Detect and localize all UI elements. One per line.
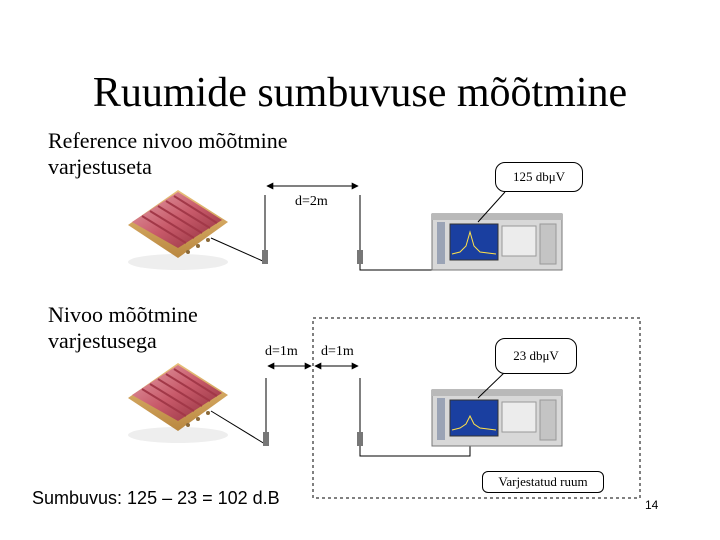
distance-label-2m: d=2m xyxy=(295,194,328,209)
shielded-room-boundary xyxy=(312,317,641,499)
callout-pointer-reference xyxy=(477,191,506,223)
distance-label-right: d=1m xyxy=(321,344,354,359)
amplifier-device-icon xyxy=(128,363,228,443)
distance-label-left: d=1m xyxy=(265,344,298,359)
reference-heading-line2: varjestuseta xyxy=(48,154,152,179)
antenna-icon xyxy=(357,378,363,446)
spectrum-analyzer-icon xyxy=(431,389,563,447)
rx-cable xyxy=(359,444,471,457)
amplifier-device-icon xyxy=(128,190,228,270)
reference-heading: Reference nivoo mõõtmine varjestuseta xyxy=(48,128,287,180)
reference-heading-line1: Reference nivoo mõõtmine xyxy=(48,128,288,153)
antenna-icon xyxy=(263,378,269,446)
antenna-icon xyxy=(357,195,363,264)
page-number: 14 xyxy=(645,498,659,512)
callout-pointer-shielded xyxy=(477,371,506,399)
shielded-heading-line2: varjestusega xyxy=(48,328,157,353)
tx-cable xyxy=(210,237,266,263)
reference-level-callout: 125 dbμV xyxy=(495,162,583,192)
slide-title: Ruumide sumbuvuse mõõtmine xyxy=(92,70,628,116)
antenna-icon xyxy=(262,195,268,264)
shielded-heading-line1: Nivoo mõõtmine xyxy=(48,302,198,327)
shielded-heading: Nivoo mõõtmine varjestusega xyxy=(48,302,198,354)
attenuation-result: Sumbuvus: 125 – 23 = 102 d.B xyxy=(32,488,280,508)
spectrum-analyzer-icon xyxy=(431,213,563,271)
shielded-level-callout: 23 dbμV xyxy=(495,338,577,374)
tx-cable xyxy=(210,410,266,445)
shielded-room-label: Varjestatud ruum xyxy=(482,471,604,493)
